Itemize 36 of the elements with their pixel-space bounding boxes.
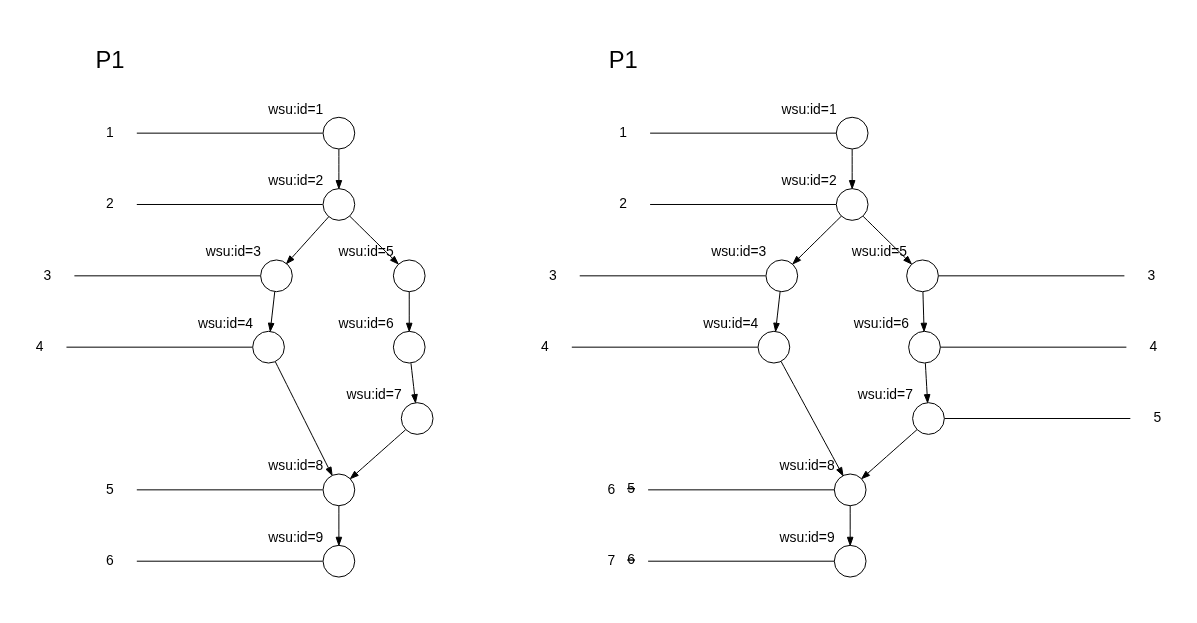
label: P1 <box>95 45 125 73</box>
node-text: 4 <box>1149 337 1158 354</box>
node-label: wsu:id=3 <box>711 243 767 260</box>
node-label: 7 <box>607 552 616 569</box>
node-text: 5 <box>627 480 635 497</box>
node-text: 6 <box>627 551 635 568</box>
node-label: 6 <box>607 481 616 498</box>
node-text: 3 <box>548 266 557 283</box>
node-label: wsu:id=7 <box>857 385 913 402</box>
node-label: wsu:id=1 <box>781 100 837 117</box>
node-label: wsu:id=2 <box>781 171 837 188</box>
node-label: wsu:id=2 <box>268 171 324 188</box>
node-text: 5 <box>1153 409 1162 426</box>
label: P1 <box>608 45 638 73</box>
node-text: 5 <box>106 480 114 497</box>
node-text: 4 <box>541 337 549 354</box>
node-text: 1 <box>619 123 628 140</box>
node-label: wsu:id=6 <box>853 314 909 331</box>
node-label: wsu:id=9 <box>268 528 324 545</box>
node-text: 3 <box>43 266 52 283</box>
node-label: wsu:id=1 <box>268 100 324 117</box>
node-text: 2 <box>619 195 628 212</box>
node-label: wsu:id=8 <box>268 457 324 474</box>
node-text: 4 <box>35 337 44 354</box>
node-label: wsu:id=4 <box>703 314 759 331</box>
node-label: wsu:id=4 <box>197 314 253 331</box>
node-label: wsu:id=6 <box>338 314 394 331</box>
node-text: 1 <box>106 123 114 140</box>
node-label: wsu:id=3 <box>205 243 261 260</box>
node-label: wsu:id=8 <box>779 457 835 474</box>
node-text: 2 <box>106 195 114 212</box>
node-label: wsu:id=5 <box>851 243 907 260</box>
node-text: 6 <box>106 551 114 568</box>
node-label: wsu:id=9 <box>779 528 835 545</box>
node-text: 3 <box>1147 266 1156 283</box>
node-label: wsu:id=7 <box>346 385 402 402</box>
